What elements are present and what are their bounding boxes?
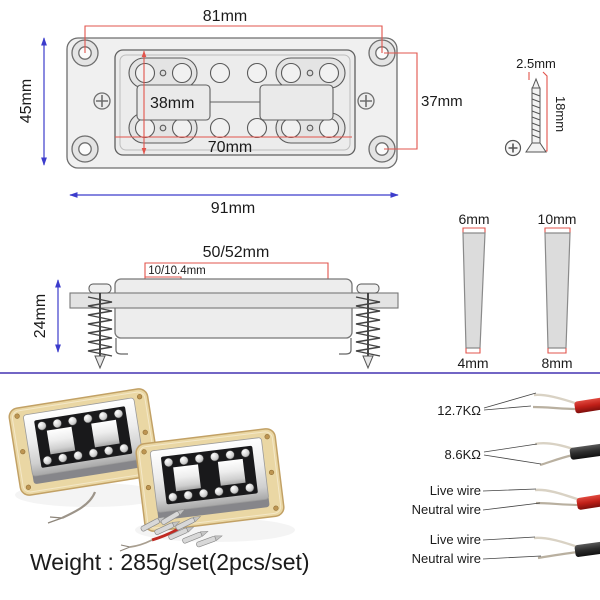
wire-black-2: Live wire Neutral wire [412,532,600,566]
wire-black-1: 8.6KΩ [445,441,600,467]
dim-label-10-104mm: 10/10.4mm [148,265,206,277]
product-photo: Weight : 285g/set(2pcs/set) [7,386,310,575]
resistance-label-2: 8.6KΩ [445,447,482,462]
dim-label-37mm: 37mm [421,93,463,110]
dimension-37mm: 37mm [384,52,463,150]
shim-small: 6mm 4mm [457,211,489,371]
height-screw-spring-left [87,283,113,370]
wiring-callouts: 12.7KΩ 8.6KΩ Live wire Neutral wire Live… [412,392,600,566]
dim-label-10mm: 10mm [538,211,577,227]
height-screw-spring-right [355,283,381,370]
phillips-screw-icon [93,92,375,110]
dim-label-81mm: 81mm [203,8,247,25]
dim-label-91mm: 91mm [211,200,255,217]
mount-screw-drawing: 2.5mm 18mm [504,56,568,157]
shim-large: 10mm 8mm [538,211,577,371]
mounting-flange-side [69,292,399,309]
dimension-45mm: 45mm [18,37,47,166]
dim-label-8mm: 8mm [541,355,572,371]
baseplate-leg-left [115,338,128,355]
side-view-drawing: 50/52mm 10/10.4mm 24mm [32,244,399,370]
baseplate-leg-right [339,338,352,355]
wood-screw-icon [525,77,547,153]
dimension-70mm: 70mm [115,136,352,156]
resistance-label-1: 12.7KΩ [437,403,481,418]
dim-label-70mm: 70mm [208,139,252,156]
dim-label-24mm: 24mm [32,294,49,338]
neutral-wire-label-2: Neutral wire [412,551,481,566]
dim-label-50-52mm: 50/52mm [203,244,270,261]
center-plate-outline [136,84,334,121]
dimension-81mm: 81mm [84,8,383,53]
dimension-24mm: 24mm [32,279,61,353]
wire-red-2: Live wire Neutral wire [412,483,600,517]
pickup-photo-right [134,427,286,533]
weight-text: Weight : 285g/set(2pcs/set) [30,549,310,575]
dim-label-6mm: 6mm [458,211,489,227]
dimension-91mm: 91mm [69,192,399,217]
dim-label-38mm: 38mm [150,95,194,112]
live-wire-label-1: Live wire [430,483,481,498]
top-view-drawing: 81mm 37mm 38mm 70mm 45mm 91mm [18,8,463,217]
wire-red-1: 12.7KΩ [437,392,600,418]
pickup-lead-wire-left [47,491,97,524]
dim-label-4mm: 4mm [457,355,488,371]
screw-head-top-icon [504,139,522,157]
pole-pieces-top-row [128,57,346,89]
dim-label-45mm: 45mm [18,79,35,123]
neutral-wire-label-1: Neutral wire [412,502,481,517]
dim-label-18mm: 18mm [553,96,568,132]
dim-label-2-5mm: 2.5mm [516,56,556,71]
dimension-50-52mm [144,262,329,279]
pickup-photo-left [7,386,161,498]
live-wire-label-2: Live wire [430,532,481,547]
